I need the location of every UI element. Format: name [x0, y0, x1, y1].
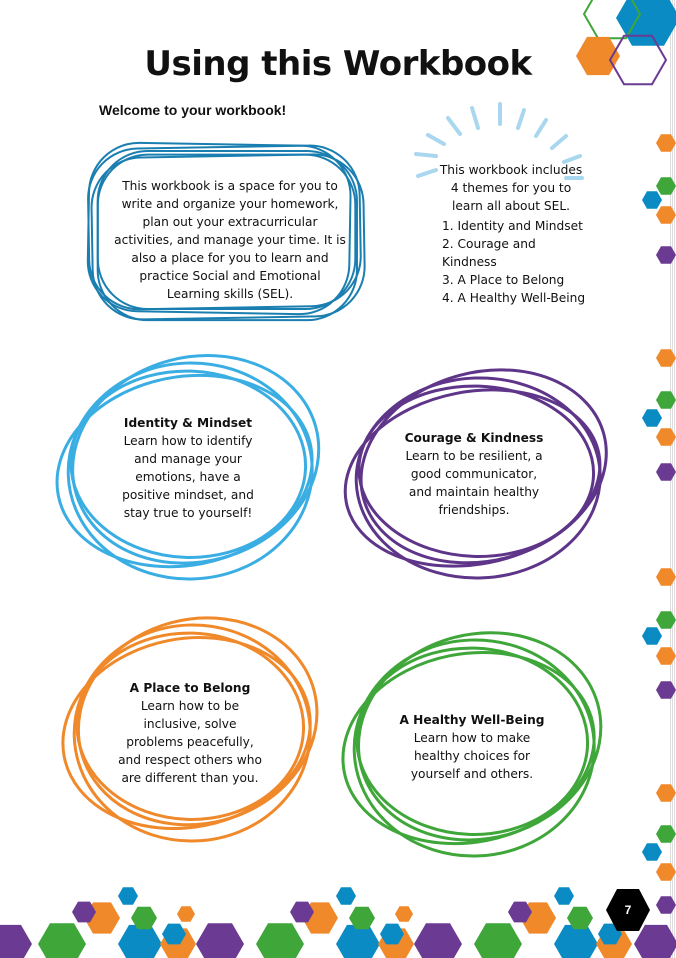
theme-place-to-belong: A Place to Belong Learn how to be inclus…: [118, 679, 262, 787]
hexagon-shape: [656, 568, 676, 586]
hexagon-shape: [656, 391, 676, 409]
theme-courage-kindness: Courage & Kindness Learn to be resilient…: [402, 429, 546, 519]
intro-box-stroke: [96, 153, 357, 311]
hexagon-shape: [118, 887, 138, 905]
hexagon-shape: [336, 924, 380, 958]
sun-ray: [550, 134, 568, 150]
hexagon-shape: [656, 134, 676, 152]
hexagon-shape: [642, 627, 662, 645]
themes-list-item: 4. A Healthy Well-Being: [442, 291, 586, 305]
hexagon-shape: [196, 923, 244, 958]
hexagon-shape: [656, 206, 676, 224]
sun-ray: [416, 168, 438, 178]
hexagon-shape: [656, 681, 676, 699]
intro-text: This workbook is a space for you to writ…: [114, 179, 346, 301]
hexagon-shape: [0, 924, 32, 958]
theme-heading: A Healthy Well-Being: [399, 713, 545, 727]
hexagon-shape: [554, 924, 598, 958]
hexagon-shape: [656, 349, 676, 367]
hexagon-shape: [118, 924, 162, 958]
scribble-stroke: [69, 369, 308, 559]
hexagon-shape: [656, 611, 676, 629]
theme-description: Learn to be resilient, a good communicat…: [405, 449, 543, 517]
hexagon-shape: [608, 34, 668, 86]
theme-heading: A Place to Belong: [129, 681, 251, 695]
sunburst-rays: [414, 102, 584, 180]
sun-ray: [470, 106, 480, 130]
scribble-stroke: [75, 631, 306, 821]
hexagon-shape: [414, 923, 462, 958]
hexagon-shape: [38, 923, 86, 958]
hexagon-shape: [576, 36, 620, 76]
sun-ray: [516, 108, 526, 130]
scribble-circles: [55, 141, 608, 858]
hexagon-shape: [656, 246, 676, 264]
themes-list: 1. Identity and Mindset 2. Courage and K…: [442, 217, 586, 307]
theme-heading: Courage & Kindness: [404, 431, 544, 445]
scribble-stroke: [343, 388, 602, 568]
hexagon-shape: [290, 901, 314, 923]
scribble-stroke: [341, 650, 596, 846]
hexagon-shape: [131, 906, 157, 930]
themes-intro: This workbook includes 4 themes for you …: [439, 163, 583, 213]
scribble-stroke: [355, 646, 590, 836]
hexagon-shape: [554, 887, 574, 905]
themes-block: This workbook includes 4 themes for you …: [436, 161, 586, 307]
hexagon-shape: [395, 906, 413, 922]
hexagon-shape: [642, 843, 662, 861]
hexagon-shape: [349, 906, 375, 930]
page-title: Using this Workbook: [144, 44, 532, 84]
hexagon-shape: [336, 887, 356, 905]
hexagon-shape: [656, 863, 676, 881]
sun-ray: [414, 152, 438, 158]
hexagon-shape: [656, 647, 676, 665]
hexagon-shape: [72, 901, 96, 923]
sun-ray: [446, 116, 462, 136]
hexagon-shape: [508, 901, 532, 923]
theme-description: Learn how to make healthy choices for yo…: [410, 731, 534, 781]
hexagon-shape: [567, 906, 593, 930]
hexagon-shape: [582, 0, 642, 40]
theme-description: Learn how to identify and manage your em…: [122, 434, 254, 520]
hexagon-shape: [656, 177, 676, 195]
hexagon-shape: [656, 428, 676, 446]
hexagon-shape: [256, 923, 304, 958]
hexagon-shape: [616, 0, 676, 46]
hexagon-shape: [656, 784, 676, 802]
sun-ray: [534, 118, 548, 138]
sun-ray: [426, 133, 446, 146]
sun-ray: [562, 154, 582, 164]
scribble-stroke: [357, 384, 596, 558]
theme-identity-mindset: Identity & Mindset Learn how to identify…: [115, 414, 261, 522]
hexagon-shape: [656, 825, 676, 843]
hexagon-shape: [162, 923, 186, 945]
themes-list-item: 1. Identity and Mindset: [442, 219, 583, 233]
intro-box-stroke: [87, 144, 362, 311]
theme-description: Learn how to be inclusive, solve problem…: [118, 699, 262, 785]
hexagon-shape: [177, 906, 195, 922]
hexagon-shape: [380, 923, 404, 945]
themes-list-item: 2. Courage and Kindness: [442, 237, 536, 269]
page-edge: [670, 0, 676, 958]
welcome-heading: Welcome to your workbook!: [99, 102, 287, 118]
hexagon-shape: [642, 191, 662, 209]
hexagon-shape: [634, 924, 676, 958]
hexagon-shape: [656, 896, 676, 914]
hexagon-shape: [656, 463, 676, 481]
theme-healthy-well-being: A Healthy Well-Being Learn how to make h…: [397, 711, 547, 783]
themes-list-item: 3. A Place to Belong: [442, 273, 565, 287]
intro-box-stroke: [90, 153, 366, 321]
hexagon-shape: [642, 409, 662, 427]
scribble-stroke: [55, 373, 314, 569]
scribble-stroke: [61, 636, 312, 831]
theme-heading: Identity & Mindset: [123, 416, 253, 430]
hexagon-shape: [474, 923, 522, 958]
